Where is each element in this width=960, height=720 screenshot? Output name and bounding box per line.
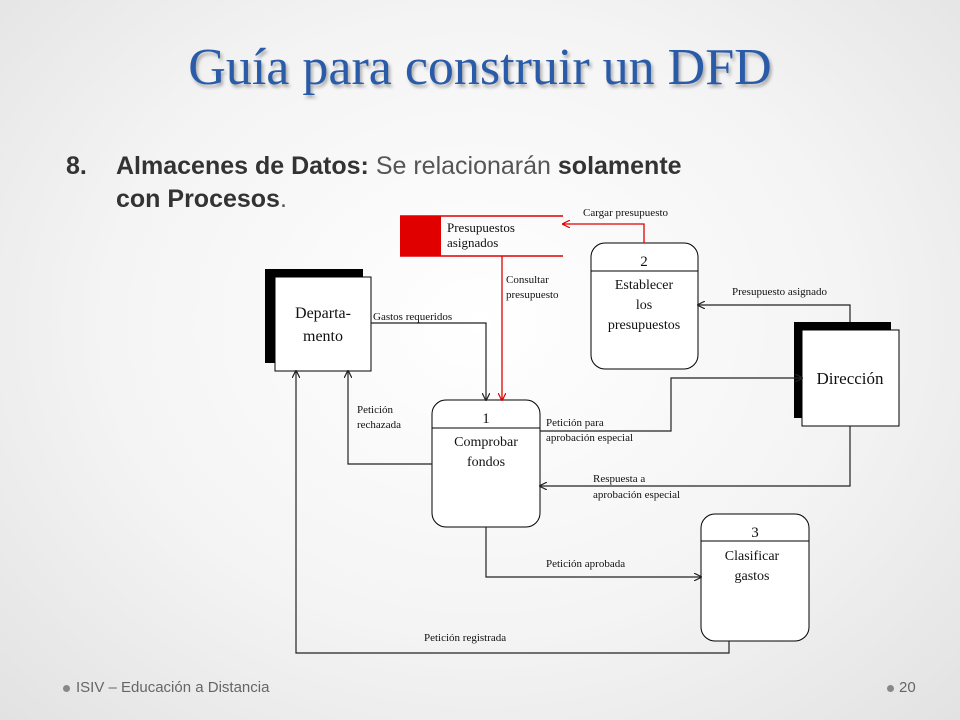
slide-title: Guía para construir un DFD [188, 39, 772, 96]
flow-gastos-label: Gastos requeridos [373, 311, 452, 323]
bullet-text-mid: Se relacionarán [368, 152, 558, 180]
flow-respuesta-aprobacion-especial: Respuesta a aprobación especial [540, 426, 851, 501]
process-3-line1: Clasificar [725, 549, 780, 564]
flow-peticion-aprobada: Petición aprobada [485, 527, 701, 577]
process-2-number: 2 [640, 254, 648, 270]
flow-consultar-label2: presupuesto [506, 289, 559, 301]
flow-consultar-presupuesto: Consultar presupuesto [502, 256, 559, 400]
process-1-line1: Comprobar [454, 435, 518, 450]
process-3-line2: gastos [735, 569, 770, 584]
entity-direccion: Dirección [794, 322, 900, 427]
entity-direccion-label: Dirección [816, 369, 884, 388]
flow-cargar-presupuesto: Cargar presupuesto [563, 207, 669, 243]
flow-peticion-aprobacion-especial: Petición para aprobación especial [540, 378, 802, 444]
bullet-bold-end: con Procesos [116, 185, 280, 213]
flow-peticion-registrada: Petición registrada [296, 371, 730, 654]
process-3: 3 Clasificar gastos [700, 513, 810, 642]
entity-departamento: Departa- mento [265, 269, 372, 372]
flow-respuesta-label1: Respuesta a [593, 473, 645, 485]
page-bullet-icon [887, 685, 894, 692]
flow-rechazada-label2: rechazada [357, 419, 401, 431]
flow-presupuesto-asignado: Presupuesto asignado [698, 286, 851, 322]
process-2-line3: presupuestos [608, 318, 680, 333]
flow-aprobada-label: Petición aprobada [546, 558, 625, 570]
bullet-text-end: . [279, 185, 287, 213]
process-3-number: 3 [751, 525, 759, 541]
flow-peticion-rechazada: Petición rechazada [348, 371, 432, 465]
bullet-bold-lead: Almacenes de Datos: [116, 152, 369, 180]
flow-presupuesto-asignado-label: Presupuesto asignado [732, 286, 828, 298]
flow-respuesta-label2: aprobación especial [593, 489, 680, 501]
datastore-marker [400, 216, 441, 256]
flow-peticion-para-label2: aprobación especial [546, 432, 633, 444]
entity-departamento-line1: Departa- [295, 305, 351, 322]
process-1-line2: fondos [467, 455, 505, 470]
bullet-point: 8. Almacenes de Datos: Se relacionarán so… [66, 150, 886, 216]
page-number: 20 [899, 679, 916, 696]
process-1-number: 1 [482, 411, 490, 427]
flow-consultar-label1: Consultar [506, 274, 549, 286]
footer-bullet-icon [63, 685, 70, 692]
flow-cargar-label: Cargar presupuesto [583, 207, 669, 219]
flow-rechazada-label1: Petición [357, 404, 394, 416]
entity-departamento-line2: mento [303, 328, 343, 345]
process-2-line2: los [636, 298, 652, 313]
footer-text: ISIV – Educación a Distancia [76, 679, 270, 696]
process-2: 2 Establecer los presupuestos [590, 242, 699, 370]
flow-registrada-label: Petición registrada [424, 632, 506, 644]
bullet-bold-mid: solamente [557, 152, 682, 180]
flow-gastos-requeridos: Gastos requeridos [371, 311, 486, 400]
process-2-line1: Establecer [615, 278, 674, 293]
process-1: 1 Comprobar fondos [431, 399, 541, 528]
datastore-line1: Presupuestos [447, 220, 515, 235]
datastore-presupuestos: Presupuestos asignados [400, 215, 563, 257]
bullet-number: 8. [66, 152, 87, 180]
flow-peticion-para-label1: Petición para [546, 417, 604, 429]
datastore-line2: asignados [447, 235, 498, 250]
